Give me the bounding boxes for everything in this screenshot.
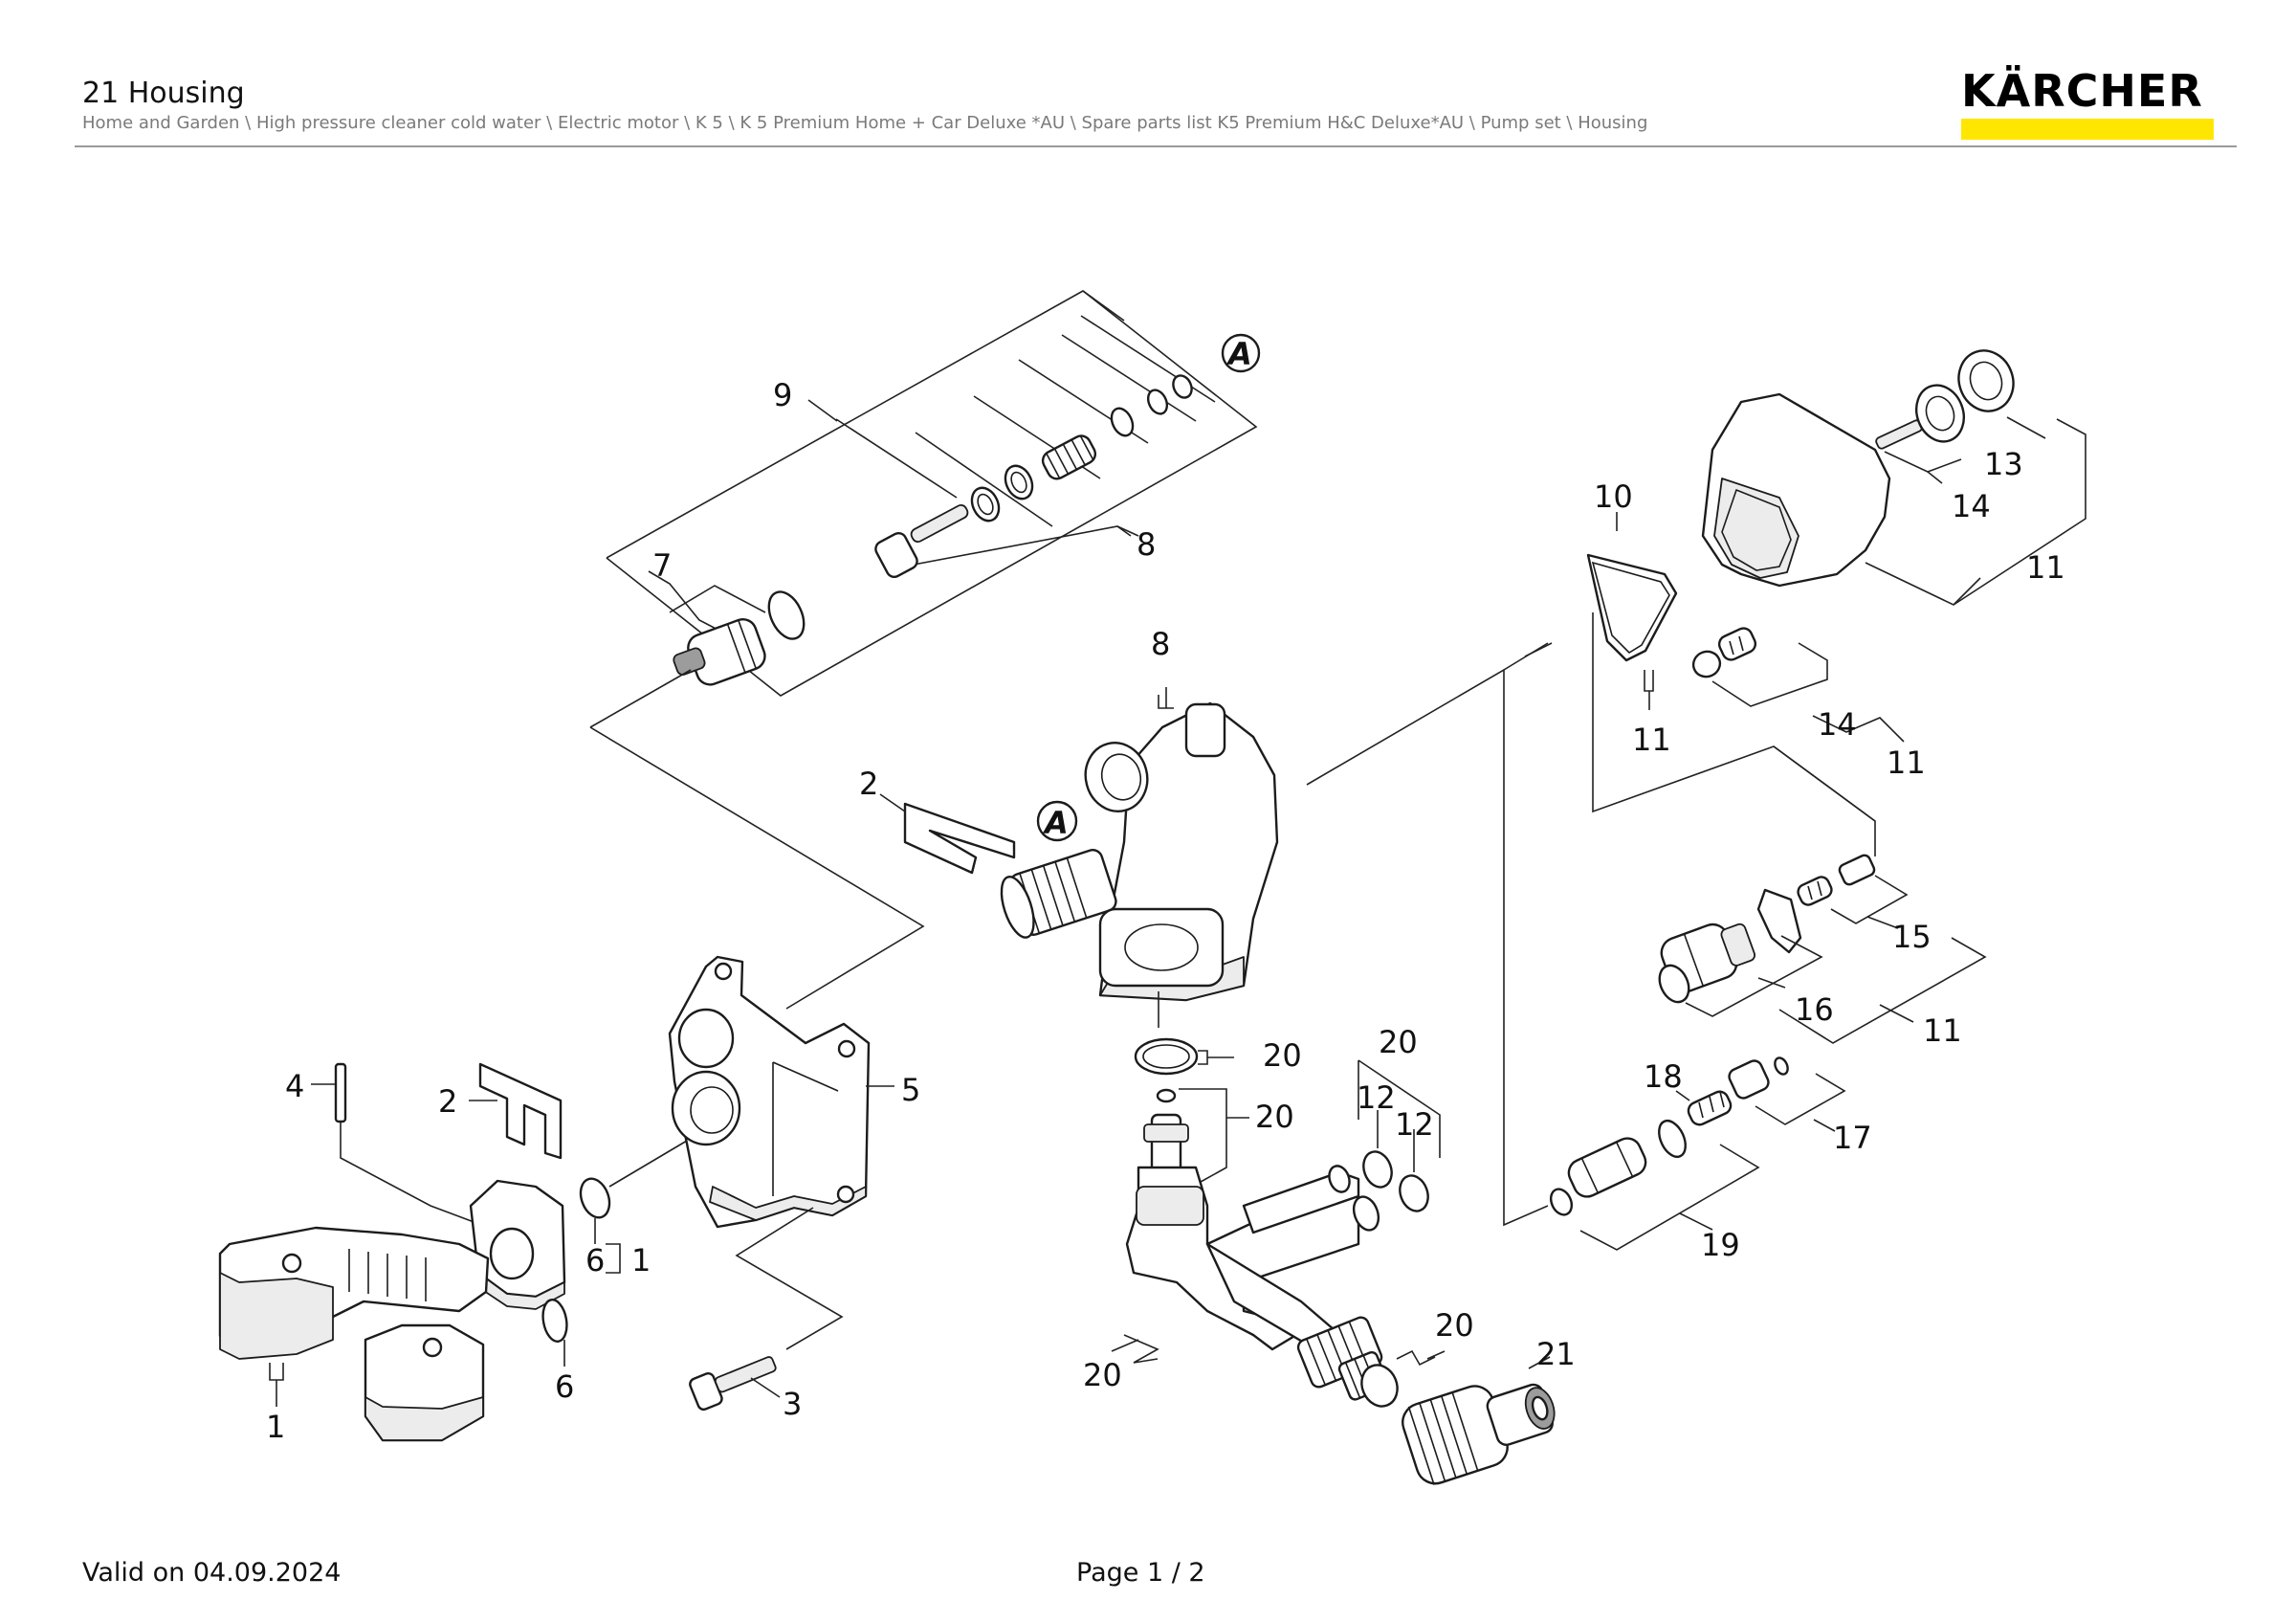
callout-6: 6	[555, 1368, 574, 1405]
callout-2: 2	[438, 1083, 457, 1120]
right-housing-group	[1503, 349, 2086, 856]
callout-6: 6	[585, 1242, 605, 1278]
valve-group-right	[1658, 854, 1987, 1044]
callout-20: 20	[1263, 1037, 1302, 1074]
callout-15: 15	[1892, 919, 1932, 955]
page-title: 21 Housing	[82, 77, 245, 110]
callout-20: 20	[1435, 1307, 1474, 1344]
callout-3: 3	[783, 1386, 802, 1422]
marker-a-top: A	[1221, 333, 1261, 373]
callout-11: 11	[2026, 549, 2065, 586]
logo-accent-bar	[1961, 119, 2214, 140]
callout-21: 21	[1536, 1336, 1576, 1372]
callout-13: 13	[1984, 446, 2023, 482]
base-assembly-group	[218, 1062, 568, 1442]
pump-head-group	[1000, 687, 1279, 1028]
screw-3	[689, 1356, 777, 1412]
marker-a-label: A	[1225, 336, 1252, 372]
karcher-logo: KÄRCHER	[1961, 67, 2214, 140]
callout-14: 14	[1952, 488, 1991, 524]
callout-8: 8	[1137, 526, 1156, 563]
valid-date: Valid on 04.09.2024	[82, 1558, 342, 1588]
callout-20: 20	[1255, 1099, 1294, 1135]
callout-12: 12	[1395, 1106, 1434, 1143]
callout-17: 17	[1833, 1120, 1872, 1156]
callout-19: 19	[1701, 1227, 1740, 1263]
callout-1: 1	[631, 1242, 651, 1278]
housing-5-group	[668, 955, 894, 1229]
valve-assembly-group	[589, 290, 1258, 728]
callout-4: 4	[285, 1068, 304, 1104]
callout-18: 18	[1644, 1058, 1683, 1095]
breadcrumb: Home and Garden \ High pressure cleaner …	[82, 113, 1648, 133]
marker-a-label: A	[1042, 805, 1069, 841]
callout-9: 9	[773, 377, 792, 413]
callout-labels: 9 7 8 8 2 10 11 13 14 11 14 11 15 16 11 …	[266, 377, 2065, 1445]
callout-20: 20	[1083, 1357, 1122, 1393]
manifold-group	[1111, 1037, 1556, 1485]
callout-11: 11	[1632, 722, 1671, 758]
callout-20: 20	[1379, 1024, 1418, 1060]
header-divider	[75, 145, 2237, 147]
callout-8: 8	[1151, 626, 1170, 662]
callout-11: 11	[1923, 1012, 1962, 1049]
callout-12: 12	[1357, 1079, 1396, 1116]
callout-16: 16	[1795, 991, 1834, 1028]
callout-14: 14	[1818, 706, 1857, 743]
callout-2: 2	[859, 766, 878, 802]
callout-10: 10	[1594, 478, 1633, 515]
callout-1: 1	[266, 1409, 285, 1445]
page-number: Page 1 / 2	[1076, 1558, 1205, 1588]
callout-11: 11	[1887, 745, 1926, 781]
clip-part-upper	[879, 793, 1016, 875]
callout-7: 7	[652, 547, 672, 584]
callout-5: 5	[901, 1072, 920, 1108]
logo-wordmark: KÄRCHER	[1961, 65, 2203, 117]
valve-group-lower-right	[1549, 1056, 1846, 1251]
marker-a-mid: A	[1036, 800, 1078, 842]
